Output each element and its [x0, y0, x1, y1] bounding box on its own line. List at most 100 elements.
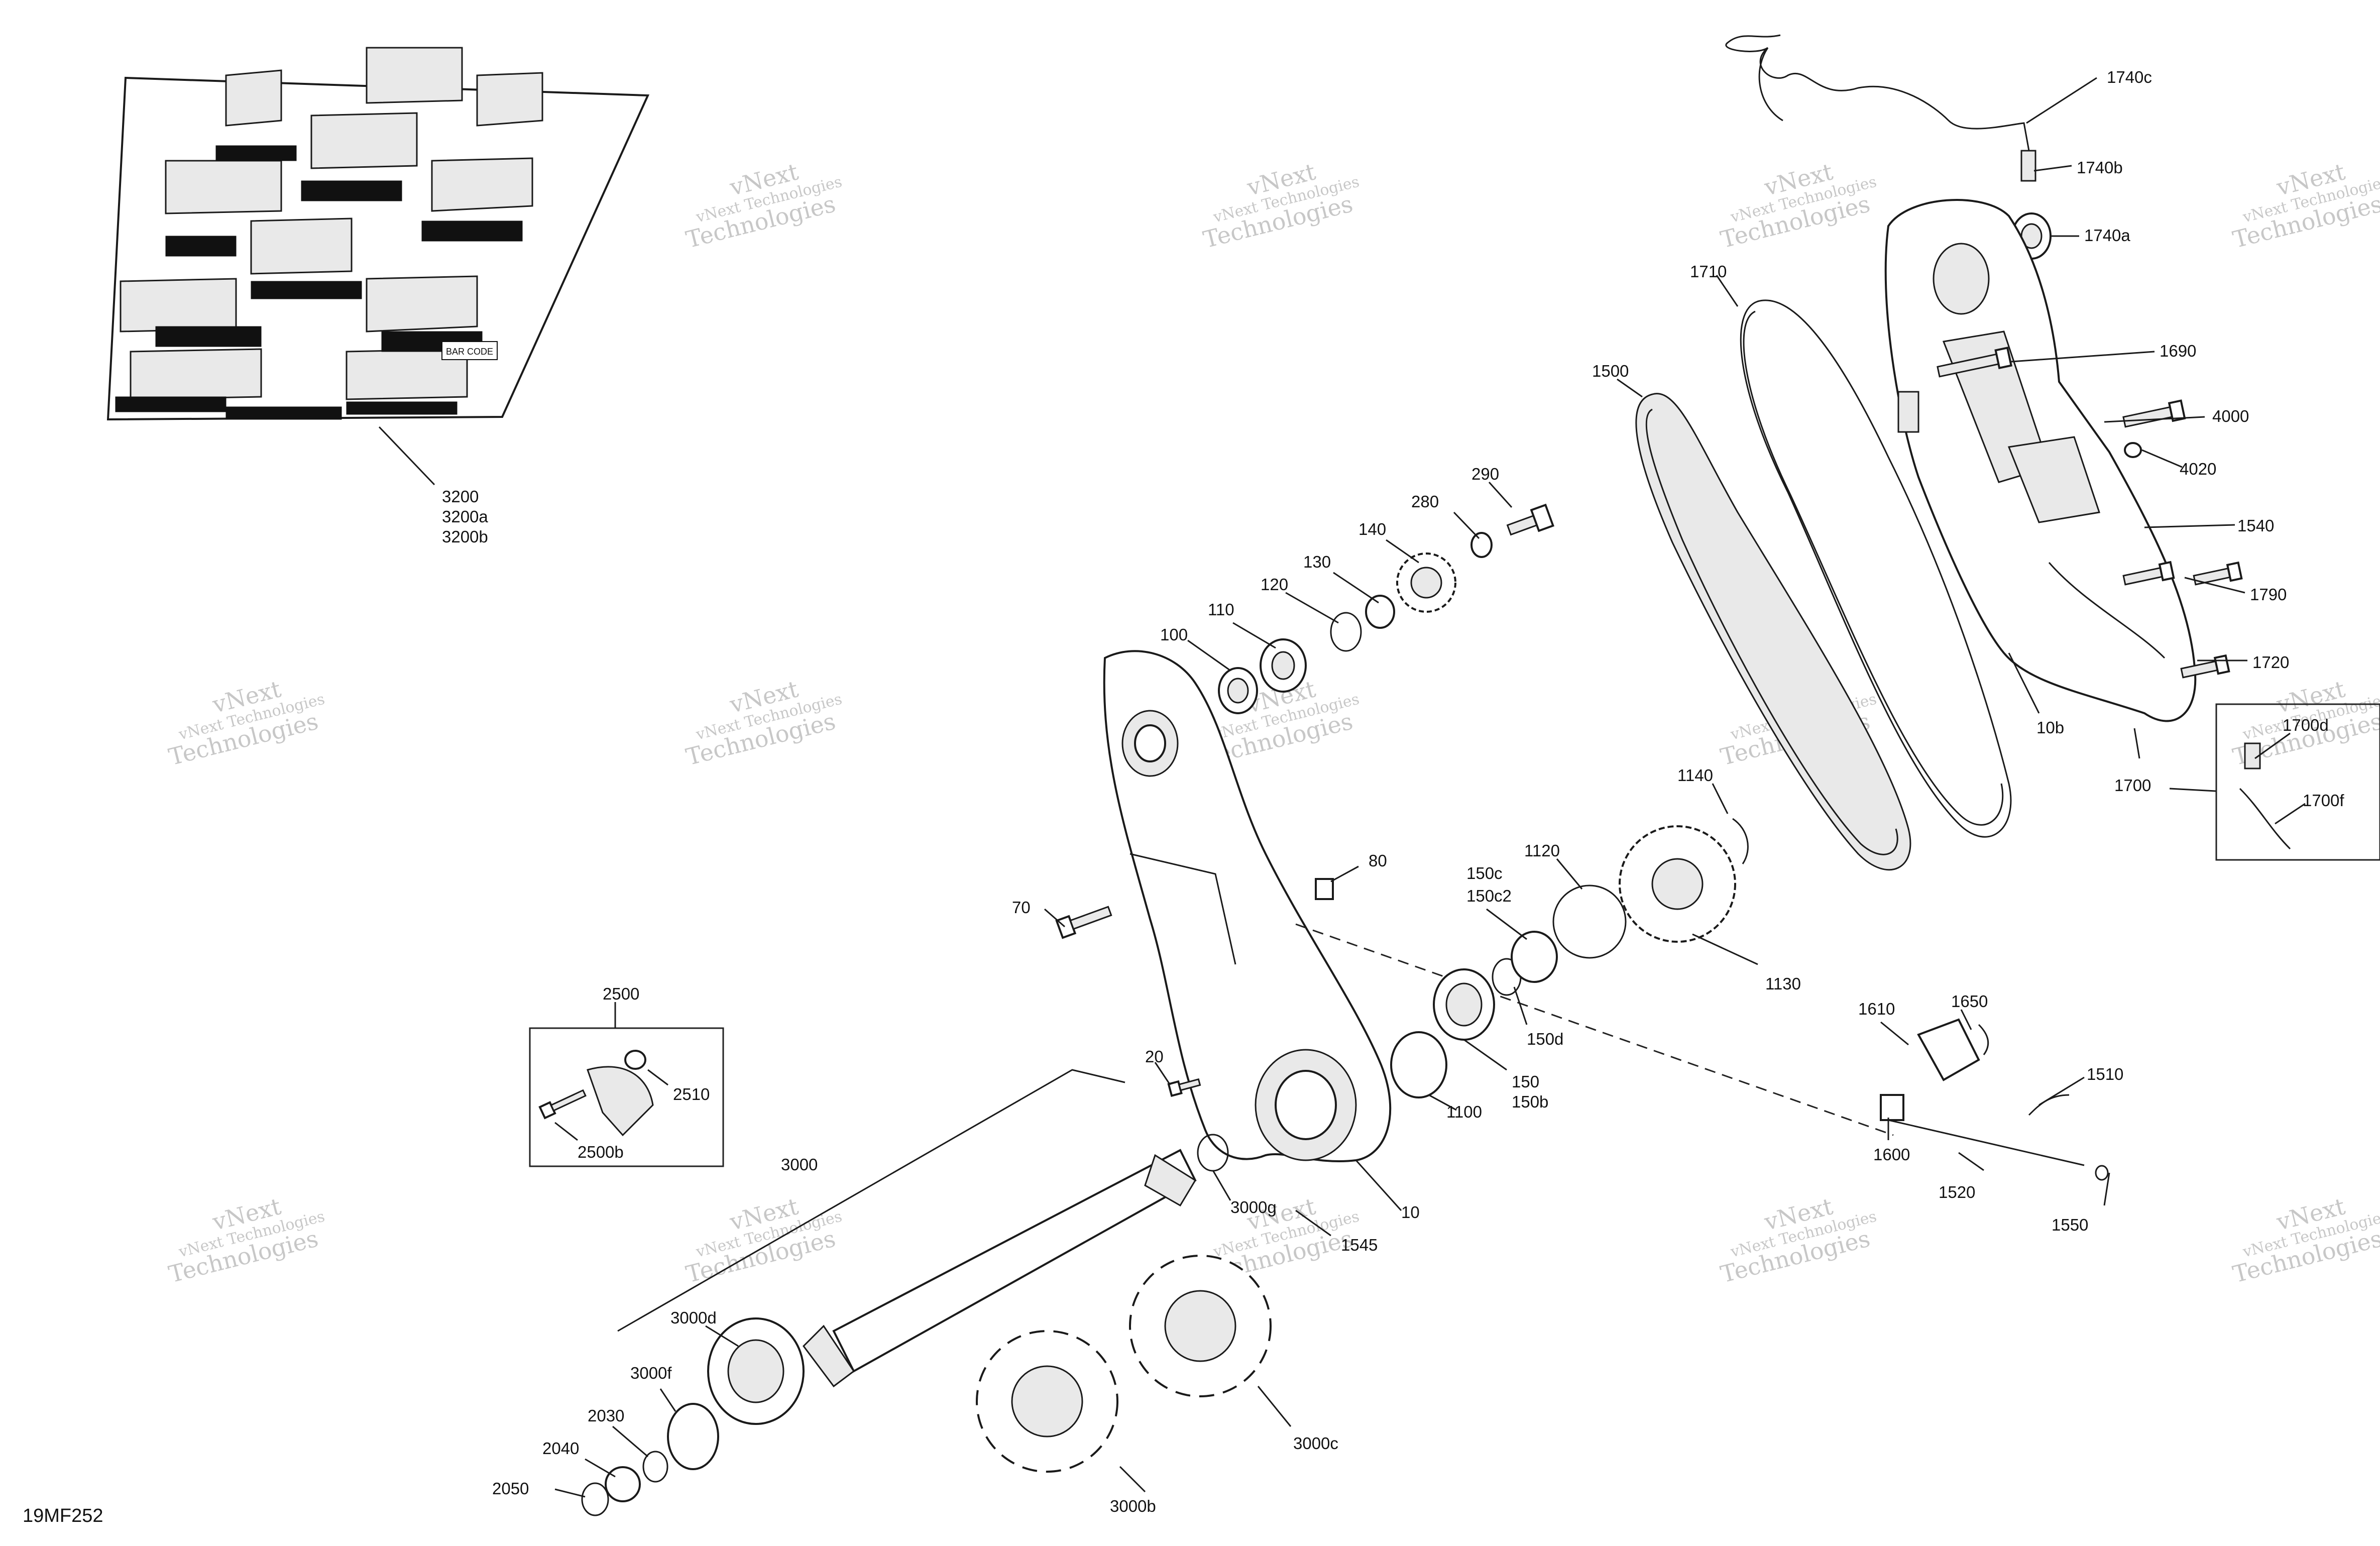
part-label-2500: 2500 — [603, 984, 639, 1003]
bolt-2500b — [538, 1089, 587, 1120]
cable-1740c-end — [1758, 47, 1783, 122]
ring-1140 — [1732, 818, 1749, 864]
chain-1500 — [1635, 393, 1911, 871]
bearing-130 — [1365, 595, 1395, 629]
part-label-150d: 150d — [1527, 1030, 1563, 1048]
leader-lines — [554, 77, 2306, 1498]
gasket-1710 — [1740, 299, 2012, 838]
part-label-1130: 1130 — [1765, 974, 1801, 993]
part-label-110: 110 — [1208, 600, 1234, 619]
part-label-150c2: 150c2 — [1466, 887, 1512, 905]
part-label-1710: 1710 — [1690, 262, 1727, 281]
part-label-80: 80 — [1369, 851, 1387, 870]
part-label-150: 150 — [1512, 1072, 1539, 1091]
part-label-140: 140 — [1358, 520, 1386, 538]
axis-line-main — [1295, 923, 1894, 1136]
cover-bolts — [1937, 347, 2243, 679]
part-label-4000: 4000 — [2212, 407, 2249, 425]
bar-code-plate — [441, 341, 498, 360]
part-label-3200a: 3200a — [442, 507, 488, 526]
chain-1500-inner — [1645, 408, 1898, 855]
drawing-code: 19MF252 — [23, 1505, 103, 1526]
detail-box-2500 — [529, 1027, 724, 1167]
part-label-1520: 1520 — [1939, 1183, 1975, 1201]
part-label-1690: 1690 — [2160, 342, 2196, 360]
bolt-290 — [1506, 503, 1554, 536]
driveshaft-spline-top — [1144, 1154, 1197, 1207]
nut-2510 — [624, 1050, 646, 1070]
part-label-280: 280 — [1411, 492, 1439, 511]
cover-inner-line — [2048, 562, 2166, 659]
part-label-1120: 1120 — [1524, 841, 1560, 860]
part-label-2030: 2030 — [588, 1406, 624, 1425]
part-label-1740a: 1740a — [2084, 226, 2130, 245]
part-label-10: 10 — [1401, 1203, 1420, 1222]
cable-1740c — [1725, 34, 2030, 151]
part-label-3000d: 3000d — [670, 1308, 717, 1327]
part-label-1500: 1500 — [1592, 362, 1629, 380]
part-label-2500b: 2500b — [578, 1143, 624, 1161]
hub-150c — [1511, 931, 1558, 983]
bolt-80 — [1315, 878, 1334, 900]
part-label-150c: 150c — [1466, 864, 1503, 882]
bracket-2500 — [587, 1066, 654, 1137]
part-label-3200: 3200 — [442, 487, 479, 506]
part-label-1650: 1650 — [1951, 992, 1988, 1011]
chaincase-rib — [1129, 853, 1236, 965]
part-label-1100: 1100 — [1446, 1102, 1482, 1121]
part-label-2510: 2510 — [673, 1085, 710, 1103]
track-drawing: BAR CODE — [106, 47, 650, 421]
part-label-1550: 1550 — [2052, 1216, 2088, 1234]
pin-1510 — [2028, 1094, 2070, 1116]
part-label-120: 120 — [1261, 575, 1288, 594]
washer-280 — [1470, 532, 1493, 558]
part-label-10b: 10b — [2036, 718, 2064, 737]
tensioner-1610 — [1917, 1018, 1980, 1081]
part-label-1545: 1545 — [1341, 1236, 1378, 1254]
part-label-290: 290 — [1471, 465, 1499, 483]
part-label-1790: 1790 — [2250, 585, 2287, 604]
detail-box-1700f — [2215, 703, 2380, 861]
part-label-1720: 1720 — [2252, 653, 2289, 672]
part-label-1600: 1600 — [1873, 1145, 1910, 1164]
part-label-1740b: 1740b — [2077, 158, 2123, 177]
nut-2040 — [605, 1466, 641, 1502]
part-label-2050: 2050 — [492, 1479, 529, 1498]
driveshaft-spline-bottom — [803, 1324, 855, 1388]
sensor-1740b — [2020, 150, 2036, 182]
bar-code-text: BAR CODE — [446, 347, 493, 357]
part-label-1740c: 1740c — [2107, 68, 2152, 86]
ring-2050 — [581, 1482, 609, 1516]
part-label-4020: 4020 — [2180, 460, 2216, 478]
ring-1100 — [1390, 1031, 1447, 1098]
part-label-3200b: 3200b — [442, 527, 488, 546]
part-label-1140: 1140 — [1677, 766, 1713, 785]
cover-bore-upper — [1933, 243, 1990, 315]
part-label-130: 130 — [1303, 553, 1331, 571]
part-label-20: 20 — [1145, 1047, 1164, 1066]
part-label-2040: 2040 — [542, 1439, 579, 1458]
tensioner-bracket — [2007, 436, 2100, 523]
bolt-20 — [1167, 1078, 1201, 1097]
rod-1520 — [1888, 1119, 2085, 1166]
part-label-3000g: 3000g — [1230, 1198, 1277, 1217]
ring-2030 — [642, 1451, 668, 1483]
part-label-70: 70 — [1012, 898, 1031, 917]
part-label-1700: 1700 — [2114, 776, 2151, 795]
part-label-1610: 1610 — [1858, 1000, 1895, 1018]
part-label-1510: 1510 — [2087, 1065, 2123, 1083]
part-label-3000: 3000 — [781, 1155, 818, 1174]
part-label-1700d: 1700d — [2283, 716, 2329, 734]
clip-1550 — [2095, 1165, 2109, 1181]
washer-4020 — [2124, 442, 2142, 458]
part-label-3000f: 3000f — [630, 1364, 672, 1382]
